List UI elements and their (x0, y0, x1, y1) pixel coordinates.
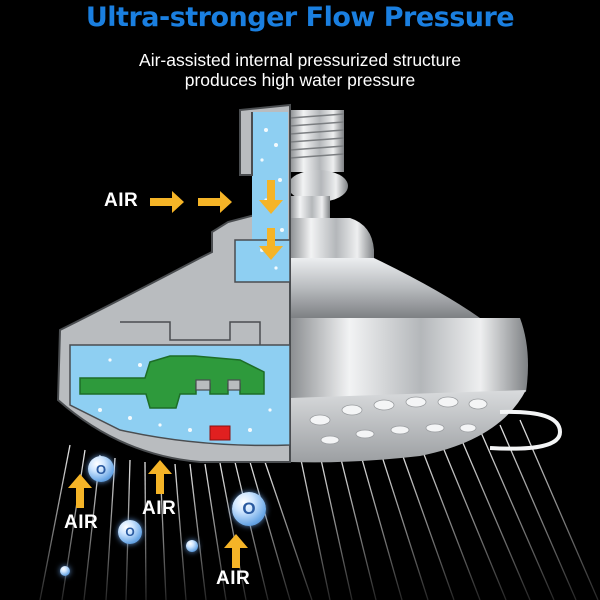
chrome-exterior (288, 110, 563, 463)
oxygen-bubble-icon: O (232, 492, 266, 526)
water-spray (39, 419, 599, 600)
oxygen-bubble-icon: O (118, 520, 142, 544)
air-label-bottom-center: AIR (216, 568, 251, 589)
subheading-line-1: Air-assisted internal pressurized struct… (139, 50, 461, 70)
bubble-label: O (95, 461, 107, 477)
arrow-up-icon (68, 460, 248, 568)
bubble-label: O (125, 525, 135, 539)
air-label-bottom-mid: AIR (142, 498, 177, 519)
arrow-right-icon (150, 191, 232, 213)
air-label-bottom-left: AIR (64, 512, 99, 533)
subheading-line-2: produces high water pressure (184, 70, 416, 90)
headline: Ultra-stronger Flow Pressure (85, 2, 515, 33)
oxygen-bubble-icon: O (88, 456, 114, 482)
oxygen-bubble-icon (186, 540, 198, 552)
bubble-label: O (242, 499, 256, 518)
oxygen-bubble-icon (60, 566, 70, 576)
arrow-down-icon (259, 180, 283, 260)
cutaway-interior (56, 103, 291, 463)
air-label-left: AIR (104, 190, 139, 211)
